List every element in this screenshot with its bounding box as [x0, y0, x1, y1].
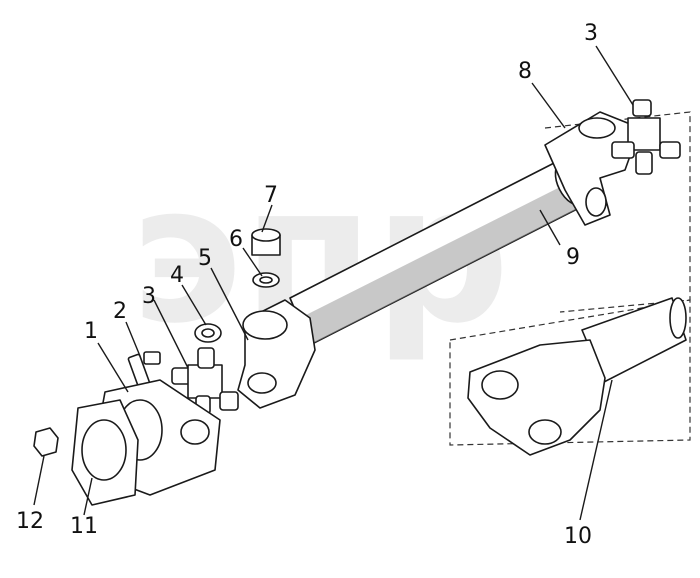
- slip-yoke: [467, 297, 687, 456]
- callout-3-bottom: 3: [142, 284, 156, 309]
- dashed-boundary-slip: [449, 299, 691, 446]
- callout-11: 11: [70, 514, 98, 539]
- callout-6: 6: [229, 227, 243, 252]
- nut: [33, 427, 59, 457]
- callout-10: 10: [564, 524, 592, 549]
- callout-5: 5: [198, 246, 212, 271]
- callout-9: 9: [566, 245, 580, 270]
- callout-2: 2: [113, 299, 127, 324]
- callout-12: 12: [16, 509, 44, 534]
- gasket: [71, 399, 139, 506]
- cross-spider-top: [611, 99, 681, 175]
- cross-spider-bottom: [171, 347, 239, 415]
- front-yoke: [544, 111, 641, 226]
- callout-4: 4: [170, 263, 184, 288]
- callout-3-top: 3: [584, 21, 598, 46]
- callout-8: 8: [518, 59, 532, 84]
- leader-lines: [33, 45, 634, 521]
- rear-yoke: [237, 299, 316, 409]
- callout-7: 7: [264, 183, 278, 208]
- callout-1: 1: [84, 319, 98, 344]
- bearing-stack: [251, 228, 281, 288]
- bolt: [127, 351, 161, 389]
- seal-ring: [194, 323, 222, 343]
